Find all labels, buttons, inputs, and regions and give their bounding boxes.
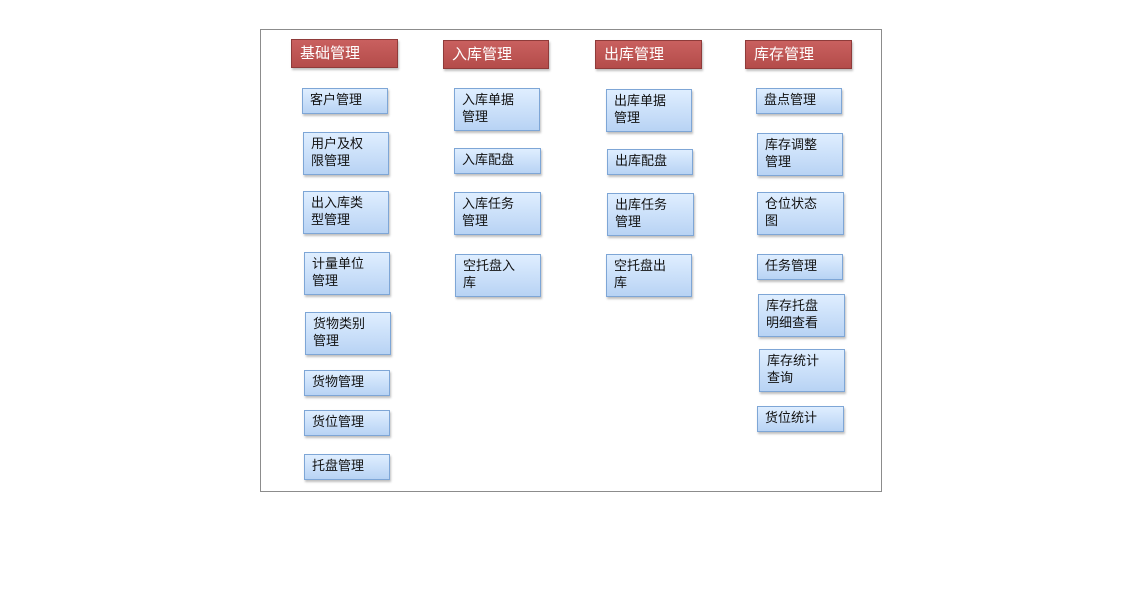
node-location-statistics: 货位统计 [757,406,844,432]
node-user-permission-management: 用户及权 限管理 [303,132,389,175]
node-outbound-pallet-allocation: 出库配盘 [607,149,693,175]
node-empty-pallet-outbound: 空托盘出 库 [606,254,692,297]
node-inventory-pallet-detail-view: 库存托盘 明细查看 [758,294,845,337]
diagram-frame: 基础管理 客户管理 用户及权 限管理 出入库类 型管理 计量单位 管理 货物类别… [260,29,882,492]
node-goods-management: 货物管理 [304,370,390,396]
node-io-type-management: 出入库类 型管理 [303,191,389,234]
node-empty-pallet-inbound: 空托盘入 库 [455,254,541,297]
node-outbound-task-management: 出库任务 管理 [607,193,694,236]
node-unit-management: 计量单位 管理 [304,252,390,295]
node-outbound-document-management: 出库单据 管理 [606,89,692,132]
node-inbound-task-management: 入库任务 管理 [454,192,541,235]
node-inventory-statistics-query: 库存统计 查询 [759,349,845,392]
header-basic-management: 基础管理 [291,39,398,68]
node-task-management: 任务管理 [757,254,843,280]
node-slot-status-map: 仓位状态 图 [757,192,844,235]
node-inbound-pallet-allocation: 入库配盘 [454,148,541,174]
header-inbound-management: 入库管理 [443,40,549,69]
header-outbound-management: 出库管理 [595,40,702,69]
node-customer-management: 客户管理 [302,88,388,114]
node-inbound-document-management: 入库单据 管理 [454,88,540,131]
header-inventory-management: 库存管理 [745,40,852,69]
node-stocktaking-management: 盘点管理 [756,88,842,114]
node-goods-category-management: 货物类别 管理 [305,312,391,355]
node-pallet-management: 托盘管理 [304,454,390,480]
node-inventory-adjustment-management: 库存调整 管理 [757,133,843,176]
node-location-management: 货位管理 [304,410,390,436]
